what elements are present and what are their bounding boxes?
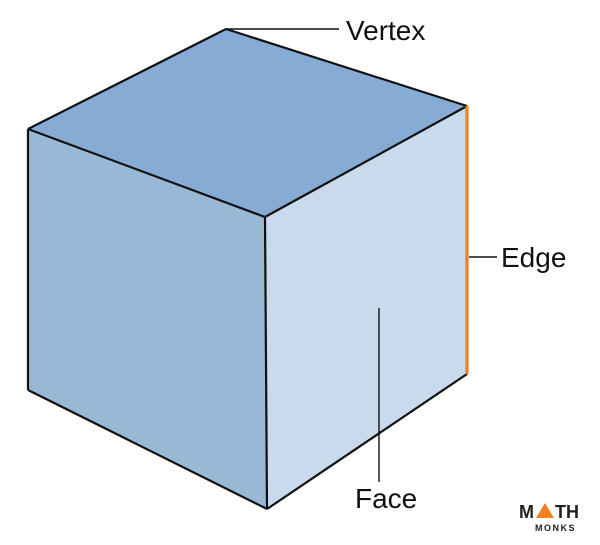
leader-lines <box>226 28 497 482</box>
logo-letters-th: TH <box>555 502 579 522</box>
vertex-label: Vertex <box>346 15 425 46</box>
edge-bottom-left <box>27 389 268 510</box>
edge-top-back-right <box>225 27 468 108</box>
math-monks-logo: M TH MONKS <box>519 502 579 533</box>
edge-top-front-right <box>264 105 468 218</box>
logo-letter-m: M <box>519 502 534 522</box>
face-label: Face <box>355 483 417 514</box>
edge-top-front-left <box>27 127 266 219</box>
cube-right-face <box>265 106 467 509</box>
logo-triangle-icon <box>536 503 554 518</box>
edge-bottom-right <box>266 373 468 510</box>
edge-top-back-left <box>27 28 227 130</box>
cube-left-face <box>28 129 267 509</box>
cube-outline <box>26 27 468 510</box>
edge-front-vertical <box>263 216 269 510</box>
edge-label: Edge <box>501 242 566 273</box>
cube-top-face <box>28 29 467 217</box>
logo-monks-text: MONKS <box>535 523 576 533</box>
